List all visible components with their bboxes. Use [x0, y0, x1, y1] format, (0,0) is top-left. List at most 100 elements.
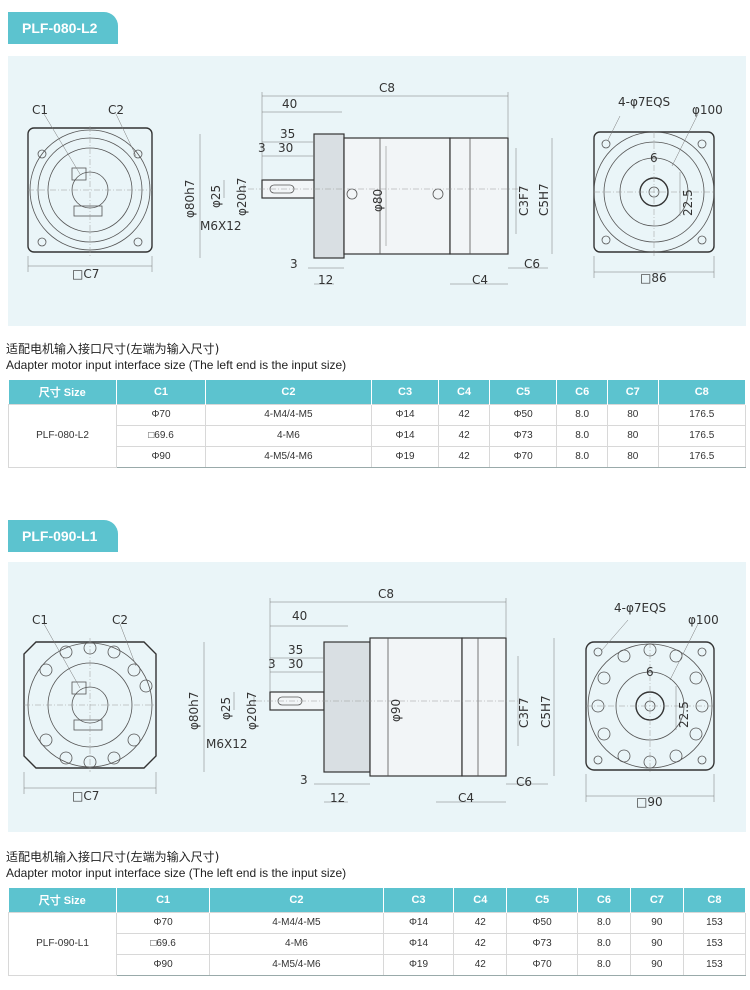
- output-flange-view: 4-φ7EQS φ100 6 22.5 □86: [593, 95, 723, 285]
- label-eqs: 4-φ7EQS: [618, 95, 670, 109]
- table-cell: 90: [629, 932, 684, 955]
- table-cell: 176.5: [657, 424, 747, 447]
- table-header: C5: [506, 888, 578, 912]
- table-cell: Φ14: [370, 403, 440, 426]
- dim-12: 12: [330, 791, 345, 805]
- table-header: C7: [630, 888, 684, 912]
- table-header: C7: [607, 380, 659, 404]
- input-flange-view: C1 C2 □C7: [23, 613, 157, 803]
- table-cell: 42: [438, 445, 490, 468]
- label-phi100: φ100: [692, 103, 723, 117]
- table-cell: 90: [629, 911, 684, 934]
- model-cell: PLF-080-L2: [8, 403, 117, 468]
- table-cell: 4-M6: [205, 424, 372, 447]
- table-header: C3: [383, 888, 455, 912]
- section-plf-090-l1: PLF-090-L1: [0, 508, 750, 990]
- table-header: C6: [556, 380, 608, 404]
- table-header: C2: [205, 380, 372, 404]
- table-cell: 4-M4/4-M5: [209, 911, 384, 934]
- table-cell: 90: [629, 953, 684, 976]
- table-header: 尺寸 Size: [8, 888, 117, 912]
- table-row: PLF-080-L2 Φ70 4-M4/4-M5 Φ14 42 Φ50 8.0 …: [8, 403, 747, 468]
- table-header: C4: [453, 888, 508, 912]
- table-header: C5: [489, 380, 558, 404]
- caption-cn: 适配电机输入接口尺寸(左端为输入尺寸): [6, 342, 220, 356]
- table-cell: Φ70: [488, 445, 558, 468]
- table-header-row: 尺寸 Size C1 C2 C3 C4 C5 C6 C7 C8: [8, 888, 747, 912]
- dim-c4: C4: [458, 791, 474, 805]
- table-cell: Φ19: [370, 445, 440, 468]
- label-c1: C1: [32, 613, 48, 627]
- table-cell: 8.0: [576, 932, 631, 955]
- dim-phi25: φ25: [209, 185, 223, 208]
- table-cell: 80: [606, 445, 659, 468]
- table-header-row: 尺寸 Size C1 C2 C3 C4 C5 C6 C7 C8: [8, 380, 747, 404]
- table-cell: □69.6: [115, 932, 211, 955]
- table-header: C8: [683, 888, 747, 912]
- model-tab[interactable]: PLF-080-L2: [8, 12, 118, 44]
- dim-c3f7: C3F7: [517, 697, 531, 728]
- table-cell: 176.5: [657, 403, 747, 426]
- table-cell: Φ14: [382, 911, 455, 934]
- table-cell: 8.0: [556, 424, 608, 447]
- table-header: C3: [371, 380, 440, 404]
- label-phi100: φ100: [688, 613, 719, 627]
- table-header: C4: [438, 380, 490, 404]
- label-c7: □C7: [72, 789, 99, 803]
- table-cell: 4-M5/4-M6: [209, 953, 384, 976]
- table-cell: 8.0: [556, 403, 608, 426]
- table-cell: Φ50: [506, 911, 578, 934]
- dim-m6x12: M6X12: [200, 219, 241, 233]
- table-cell: Φ14: [382, 932, 455, 955]
- dim-c4: C4: [472, 273, 488, 287]
- table-header: C1: [116, 888, 211, 912]
- table-cell: 80: [606, 424, 659, 447]
- side-view: C8 40 35 3 30 φ80h7 φ25 φ20h7 M6X12 φ80 …: [183, 81, 553, 287]
- dim-phi25: φ25: [219, 697, 233, 720]
- table-row: □69.6 4-M6 Φ14 42 Φ73 8.0 90 153: [9, 932, 747, 955]
- dim-phi90: φ90: [389, 699, 403, 722]
- dim-3a: 3: [268, 657, 276, 671]
- table-cell: 8.0: [576, 953, 631, 976]
- dim-phi80h7: φ80h7: [183, 180, 197, 218]
- dim-3b: 3: [300, 773, 308, 787]
- model-cell: PLF-090-L1: [8, 911, 117, 976]
- table-row: Φ90 4-M5/4-M6 Φ19 42 Φ70 8.0 80 176.5: [9, 445, 747, 468]
- spec-table: 尺寸 Size C1 C2 C3 C4 C5 C6 C7 C8 PLF-090-…: [8, 888, 747, 976]
- table-header: 尺寸 Size: [8, 380, 117, 404]
- table-cell: 42: [438, 424, 490, 447]
- dim-phi80: φ80: [371, 189, 385, 212]
- label-eqs: 4-φ7EQS: [614, 601, 666, 615]
- technical-drawing: C1 C2 □C7: [8, 562, 746, 832]
- dim-c3f7: C3F7: [517, 185, 531, 216]
- table-cell: 4-M5/4-M6: [205, 445, 372, 468]
- dim-phi80h7: φ80h7: [187, 692, 201, 730]
- dim-phi20h7: φ20h7: [235, 178, 249, 216]
- table-cell: 8.0: [556, 445, 608, 468]
- table-header: C2: [209, 888, 384, 912]
- caption-en: Adapter motor input interface size (The …: [6, 358, 347, 372]
- drawing-svg: C1 C2 □C7: [23, 587, 719, 809]
- table-header: C6: [577, 888, 631, 912]
- label-c7: □C7: [72, 267, 99, 281]
- dim-3a: 3: [258, 141, 266, 155]
- label-6: 6: [646, 665, 654, 679]
- label-22-5: 22.5: [677, 701, 691, 728]
- dim-40: 40: [282, 97, 297, 111]
- table-cell: 80: [606, 403, 659, 426]
- dim-c8: C8: [379, 81, 395, 95]
- table-row: Φ90 4-M5/4-M6 Φ19 42 Φ70 8.0 90 153: [9, 953, 747, 976]
- dim-c6: C6: [516, 775, 532, 789]
- table-cell: Φ73: [488, 424, 558, 447]
- table-cell: Φ90: [115, 445, 207, 468]
- model-tab[interactable]: PLF-090-L1: [8, 520, 118, 552]
- table-cell: Φ90: [115, 953, 211, 976]
- table-cell: Φ70: [506, 953, 578, 976]
- table-cell: □69.6: [115, 424, 207, 447]
- dim-30: 30: [288, 657, 303, 671]
- label-c1: C1: [32, 103, 48, 117]
- table-header: C8: [658, 380, 747, 404]
- dim-c5h7: C5H7: [537, 183, 551, 216]
- table-cell: 4-M4/4-M5: [205, 403, 372, 426]
- output-flange-view: 4-φ7EQS φ100 6 22.5 □90: [585, 601, 719, 809]
